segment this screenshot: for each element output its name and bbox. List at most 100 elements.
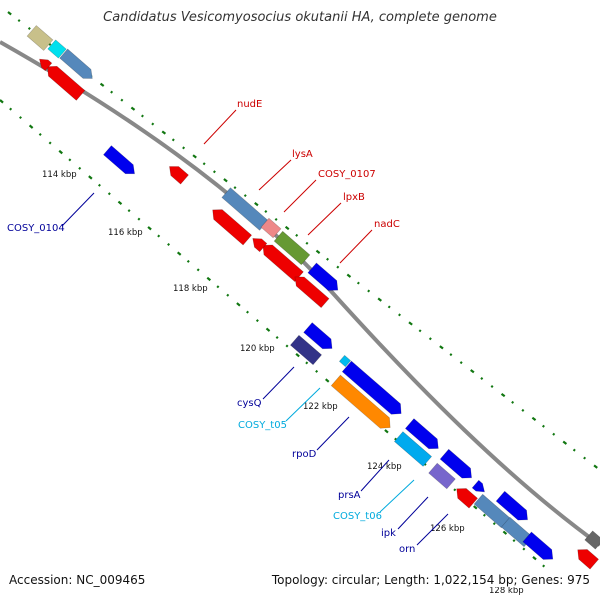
feature-red-8-shape (577, 549, 599, 570)
gc-dot-outer (572, 448, 576, 452)
feature-blue-3-shape (439, 448, 472, 479)
feature-prsa (393, 431, 433, 467)
kbp-tick-label: 120 kbp (240, 344, 275, 354)
feature-red-5 (294, 276, 330, 309)
gc-dot-inner (68, 158, 72, 162)
gc-dot-outer (593, 464, 598, 469)
gc-dot-outer (439, 345, 444, 350)
feature-rpod (330, 374, 391, 429)
feature-blue-3 (439, 448, 472, 479)
gene-label-lpxb: lpxB (343, 192, 365, 203)
gc-dot-inner (522, 547, 526, 551)
gene-label-cosy-0104-leader (61, 192, 95, 227)
gc-dot-inner (78, 166, 82, 170)
gc-dot-outer (418, 329, 422, 333)
feature-red-2 (39, 58, 53, 72)
gc-dot-outer (480, 377, 484, 381)
gc-dot-inner (295, 352, 300, 358)
gc-dot-inner (512, 539, 516, 543)
feature-blue-2-shape (404, 418, 439, 450)
gc-dot-outer (377, 297, 382, 302)
feature-orn-shape (473, 493, 511, 529)
feature-red-3 (212, 209, 253, 246)
feature-cyan (47, 39, 67, 59)
kbp-tick-label: 114 kbp (42, 170, 77, 180)
genome-title: Candidatus Vesicomyosocius okutanii HA, … (103, 10, 497, 25)
gc-dot-inner (473, 505, 478, 510)
feature-prsa-shape (393, 431, 433, 467)
accession-text: Accession: NC_009465 (7, 573, 148, 587)
feature-nude-shape (169, 166, 189, 185)
gc-dot-outer (449, 353, 453, 357)
genome-summary-text: Topology: circular; Length: 1,022,154 bp… (269, 573, 592, 587)
gc-dot-inner (107, 192, 111, 196)
gc-dot-outer (511, 400, 515, 404)
gc-dot-outer (27, 27, 31, 31)
gc-dot-outer (428, 337, 432, 341)
gc-dot-inner (285, 344, 289, 348)
feature-ipk-shape (428, 462, 456, 490)
gc-dot-outer (305, 241, 309, 245)
gc-dot-outer (521, 408, 525, 412)
gc-dot-outer (398, 313, 401, 317)
feature-cysq-fwd (303, 322, 333, 350)
feature-cosy-t05 (338, 354, 352, 368)
feature-cosy0104 (103, 145, 135, 175)
gc-dot-inner (305, 361, 309, 365)
feature-orn (473, 493, 511, 529)
gc-dot-outer (326, 257, 330, 261)
gc-dot-inner (246, 310, 249, 314)
feature-cyan-shape (47, 39, 67, 59)
feature-ipk (428, 462, 456, 490)
feature-lysa-shape (221, 187, 269, 231)
gc-dot-inner (186, 259, 190, 263)
gc-dot-outer (541, 424, 545, 428)
gc-dot-inner (137, 217, 141, 221)
gc-dot-outer (48, 42, 52, 46)
gene-features (26, 25, 600, 570)
feature-red-6 (252, 238, 268, 253)
feature-cysq (289, 334, 323, 366)
gene-label-cosy-0107: COSY_0107 (318, 169, 376, 180)
gc-dot-outer (202, 162, 206, 166)
feature-red-8 (577, 549, 599, 570)
gene-label-nude: nudE (237, 99, 262, 110)
gc-dot-outer (192, 154, 197, 159)
gc-dot-inner (9, 107, 13, 111)
gc-dot-outer (346, 273, 352, 278)
feature-blue-6 (522, 531, 554, 560)
gc-dot-outer (583, 456, 587, 460)
gene-label-ipk: ipk (381, 528, 396, 539)
feature-lpxb (273, 230, 311, 266)
gc-dot-outer (274, 217, 278, 221)
feature-red-1-shape (47, 65, 86, 101)
feature-steel (59, 48, 93, 79)
gc-dot-outer (110, 90, 114, 94)
gc-dot-outer (17, 19, 21, 23)
gc-dot-inner (19, 116, 22, 120)
gene-label-cysq-leader (262, 366, 295, 400)
gc-dot-outer (367, 289, 371, 293)
gc-dot-outer (356, 281, 360, 285)
gene-label-prsa: prsA (338, 490, 361, 501)
gene-label-cosy-t06: COSY_t06 (333, 511, 382, 522)
gc-dot-inner (88, 175, 93, 180)
gene-label-lysa-leader (258, 159, 292, 191)
gc-dot-inner (255, 319, 259, 323)
gc-dot-inner (236, 302, 241, 307)
gc-dot-inner (394, 437, 398, 441)
gene-label-cosy-t06-leader (379, 479, 415, 513)
feature-red-7 (456, 488, 478, 509)
gc-dot-inner (97, 183, 101, 187)
feature-steel-2-shape (500, 516, 534, 548)
gc-dot-inner (325, 378, 330, 383)
gc-dot-outer (336, 265, 340, 269)
gc-dot-outer (315, 249, 321, 254)
gc-dot-outer (182, 146, 186, 150)
gc-dot-outer (470, 369, 475, 374)
gene-label-prsa-leader (360, 459, 390, 492)
feature-cosy0107-shape (260, 217, 282, 239)
gc-dot-inner (542, 564, 546, 568)
